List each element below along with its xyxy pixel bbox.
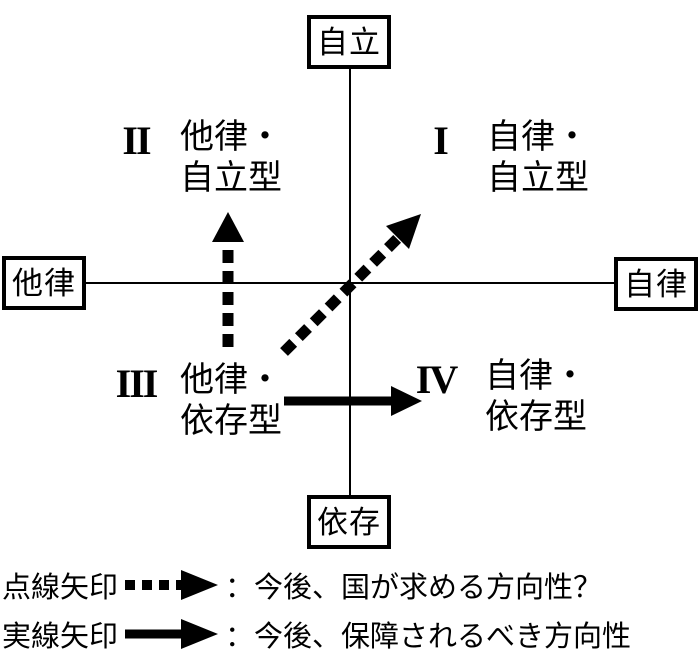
quadrant-3-label: 他律・ 依存型 [180, 360, 282, 442]
quadrant-3-line1: 他律・ [180, 361, 282, 399]
dotted-arrow-icon [125, 570, 219, 600]
dotted-up-arrow [212, 212, 244, 355]
legend-solid-text: ：今後、保障されるべき方向性 [225, 621, 632, 653]
legend-solid-label: 実線矢印 [2, 621, 119, 653]
quadrant-4-line1: 自律・ [485, 357, 587, 395]
quadrant-4-line2: 依存型 [485, 398, 587, 436]
dotted-diagonal-arrow [280, 214, 421, 356]
quadrant-1-numeral: I [433, 118, 449, 163]
quadrant-2-label: 他律・ 自立型 [180, 117, 282, 199]
quadrant-1-line1: 自律・ [487, 118, 589, 156]
axis-label-bottom: 依存 [307, 495, 391, 549]
solid-arrow-icon [125, 619, 219, 649]
axis-label-left: 他律 [2, 256, 86, 310]
axis-label-right: 自律 [614, 257, 698, 311]
legend-dotted-row: 点線矢印 ：今後、国が求める方向性？ [2, 566, 602, 604]
quadrant-1-label: 自律・ 自立型 [487, 117, 589, 199]
quadrant-4-numeral: IV [415, 357, 458, 402]
quadrant-1-line2: 自立型 [487, 159, 589, 197]
legend-dotted-text: ：今後、国が求める方向性？ [225, 572, 603, 604]
quadrant-2-numeral: II [122, 118, 151, 163]
solid-right-arrow [284, 386, 422, 416]
quadrant-3-numeral: III [115, 361, 159, 406]
quadrant-4-label: 自律・ 依存型 [485, 356, 587, 438]
axis-label-top: 自立 [307, 15, 391, 69]
quadrant-2-line1: 他律・ [180, 118, 282, 156]
legend-dotted-label: 点線矢印 [2, 572, 119, 604]
quadrant-3-line2: 依存型 [180, 402, 282, 440]
quadrant-2-line2: 自立型 [180, 159, 282, 197]
legend-solid-row: 実線矢印 ：今後、保障されるべき方向性 [2, 615, 631, 653]
